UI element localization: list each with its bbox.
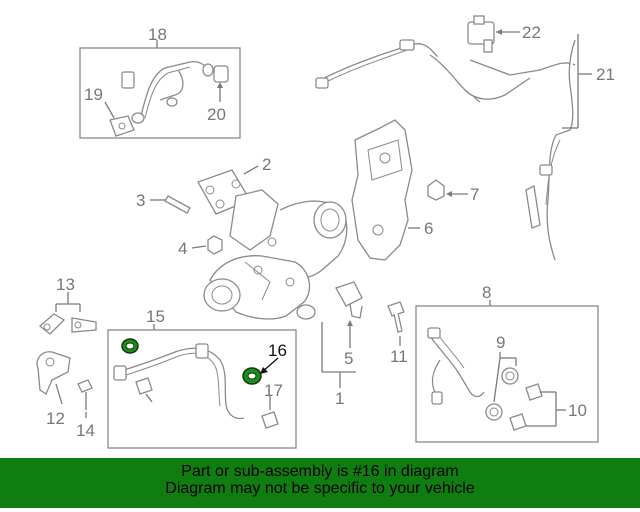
callout-2: 2 [262, 155, 271, 174]
callout-21: 21 [596, 65, 615, 84]
callout-19: 19 [84, 85, 103, 104]
callout-4: 4 [178, 239, 187, 258]
callout-7: 7 [470, 185, 479, 204]
callout-14: 14 [76, 421, 95, 440]
callout-9: 9 [496, 333, 505, 352]
banner-line-1: Part or sub-assembly is #16 in diagram [181, 463, 459, 480]
callout-12: 12 [46, 409, 65, 428]
callout-18: 18 [148, 25, 167, 44]
turbocharger [203, 189, 356, 388]
info-banner: Part or sub-assembly is #16 in diagram D… [0, 458, 640, 508]
sensor-5 [335, 281, 363, 348]
gasket-16-highlighted[interactable] [121, 338, 262, 385]
callout-1: 1 [335, 389, 344, 408]
callout-8: 8 [482, 283, 491, 302]
callout-15: 15 [146, 307, 165, 326]
parts-diagram: 18 19 20 22 21 6 7 [36, 15, 615, 449]
sub-assembly-box-18 [79, 40, 241, 139]
callout-16: 16 [268, 341, 287, 360]
callout-17: 17 [264, 381, 283, 400]
callout-5: 5 [344, 349, 353, 368]
callout-10: 10 [568, 401, 587, 420]
callout-6: 6 [424, 219, 433, 238]
banner-line-2: Diagram may not be specific to your vehi… [165, 480, 475, 497]
sub-assembly-box-8 [415, 300, 599, 443]
callout-11: 11 [390, 347, 408, 366]
callout-22: 22 [522, 23, 541, 42]
brackets-12-13-14 [36, 292, 97, 418]
callout-20: 20 [207, 105, 226, 124]
sub-assembly-box-15 [107, 324, 297, 449]
bolt-11 [387, 301, 405, 346]
callout-13: 13 [56, 275, 75, 294]
callout-3: 3 [136, 191, 145, 210]
wire-harness [315, 15, 592, 261]
heat-shield [351, 119, 468, 261]
